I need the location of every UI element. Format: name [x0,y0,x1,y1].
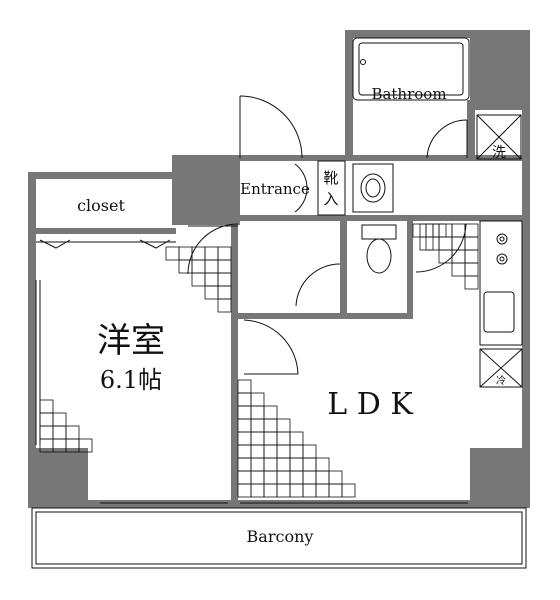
western-room-size-label: 6.1帖 [100,366,162,394]
fridge-label: 冷 [496,374,506,387]
shoe-storage-label-2: 入 [323,190,338,208]
closet-label: closet [77,196,125,215]
bathroom-label: Bathroom [371,85,446,103]
interior-lines [31,37,527,569]
shoe-storage-label-1: 靴 [323,169,338,187]
floor-tiles [39,223,479,498]
balcony-label: Barcony [247,527,314,546]
structural-walls [28,30,530,508]
ldk-label: L D K [327,387,413,422]
entrance-label: Entrance [240,180,310,198]
western-room-label: 洋室 [97,321,165,361]
washer-label: 洗 [492,145,506,161]
